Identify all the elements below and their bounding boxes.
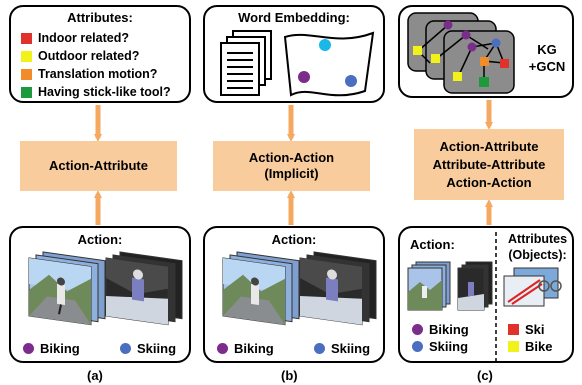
legend-skiing: Skiing [412,339,468,354]
kg-gcn-label: KG +GCN [522,41,572,75]
action-title: Action: [410,237,455,252]
caption-c: (c) [477,368,493,383]
yellow-square-icon [508,341,519,352]
embedding-illustration [220,30,375,97]
relation-label-line3: Action-Action [446,174,532,190]
attribute-label: Indoor related? [38,31,129,45]
legend-skiing: Skiing [314,341,370,356]
relation-label: Action-Attribute [49,158,148,173]
legend-biking: Biking [23,341,80,356]
attribute-indoor: Indoor related? [21,31,129,45]
action-title: Action: [271,232,317,247]
attribute-translation: Translation motion? [21,67,157,81]
video-frames [222,251,377,326]
legend-bike: Bike [508,339,552,354]
attributes-title-line2: (Objects): [508,248,567,262]
attribute-label: Translation motion? [38,67,158,81]
legend-biking: Biking [217,341,274,356]
ski-label: Ski [525,322,545,337]
relation-label-line2: Attribute-Attribute [432,156,546,172]
relation-label-line1: Action-Attribute [439,138,539,154]
panel-a-relation-box: Action-Attribute [20,141,177,191]
attributes-title-line1: Attributes [508,232,568,246]
panel-b-embedding-box: Word Embedding: [203,5,385,103]
panel-c-kg-box: KG +GCN [398,5,574,98]
panel-c-action-attr-box: Action: Attributes (Objects): [398,226,574,363]
skiing-label: Skiing [429,339,469,354]
kg-label-line1: KG [537,42,557,57]
action-title: Action: [77,232,123,247]
attribute-label: Having stick-like tool? [38,85,171,99]
yellow-square-icon [21,50,32,62]
purple-dot-icon [217,343,228,354]
relation-label-line2: (Implicit) [264,166,319,181]
legend-biking: Biking [412,322,469,337]
biking-label: Biking [429,322,469,337]
skiing-label: Skiing [331,341,371,356]
panel-b-action-box: Action: Biking Skiing [203,226,385,363]
kg-label-line2: +GCN [528,59,566,74]
blue-dot-icon [120,343,131,354]
biking-label: Biking [40,341,80,356]
panel-c-relation-box: Action-Attribute Attribute-Attribute Act… [414,129,564,200]
blue-dot-icon [412,341,423,352]
action-object-illustration [407,232,562,362]
purple-dot-icon [23,343,34,354]
word-embedding-title: Word Embedding: [238,10,350,25]
bike-label: Bike [525,339,553,354]
caption-b: (b) [281,368,298,383]
legend-ski: Ski [508,322,545,337]
attributes-title: Attributes: [67,10,133,25]
blue-dot-icon [314,343,325,354]
caption-a: (a) [87,368,103,383]
biking-label: Biking [234,341,274,356]
legend-skiing: Skiing [120,341,176,356]
panel-a-action-box: Action: Biking Skiing [9,226,191,363]
relation-label-line1: Action-Action [248,150,335,165]
attributes-objects-title: Attributes (Objects): [508,231,567,263]
skiing-label: Skiing [137,341,177,356]
red-square-icon [508,324,519,335]
green-square-icon [21,86,32,98]
attribute-label: Outdoor related? [38,49,140,63]
purple-dot-icon [412,324,423,335]
panel-a-attributes-box: Attributes: Indoor related? Outdoor rela… [9,5,191,103]
knowledge-graph-illustration [407,12,515,94]
orange-square-icon [21,68,32,80]
attribute-outdoor: Outdoor related? [21,49,139,63]
red-square-icon [21,32,32,44]
panel-b-relation-box: Action-Action (Implicit) [213,141,370,191]
biking-video-frames [28,251,183,326]
attribute-stick: Having stick-like tool? [21,85,171,99]
documents-icon [220,30,272,96]
